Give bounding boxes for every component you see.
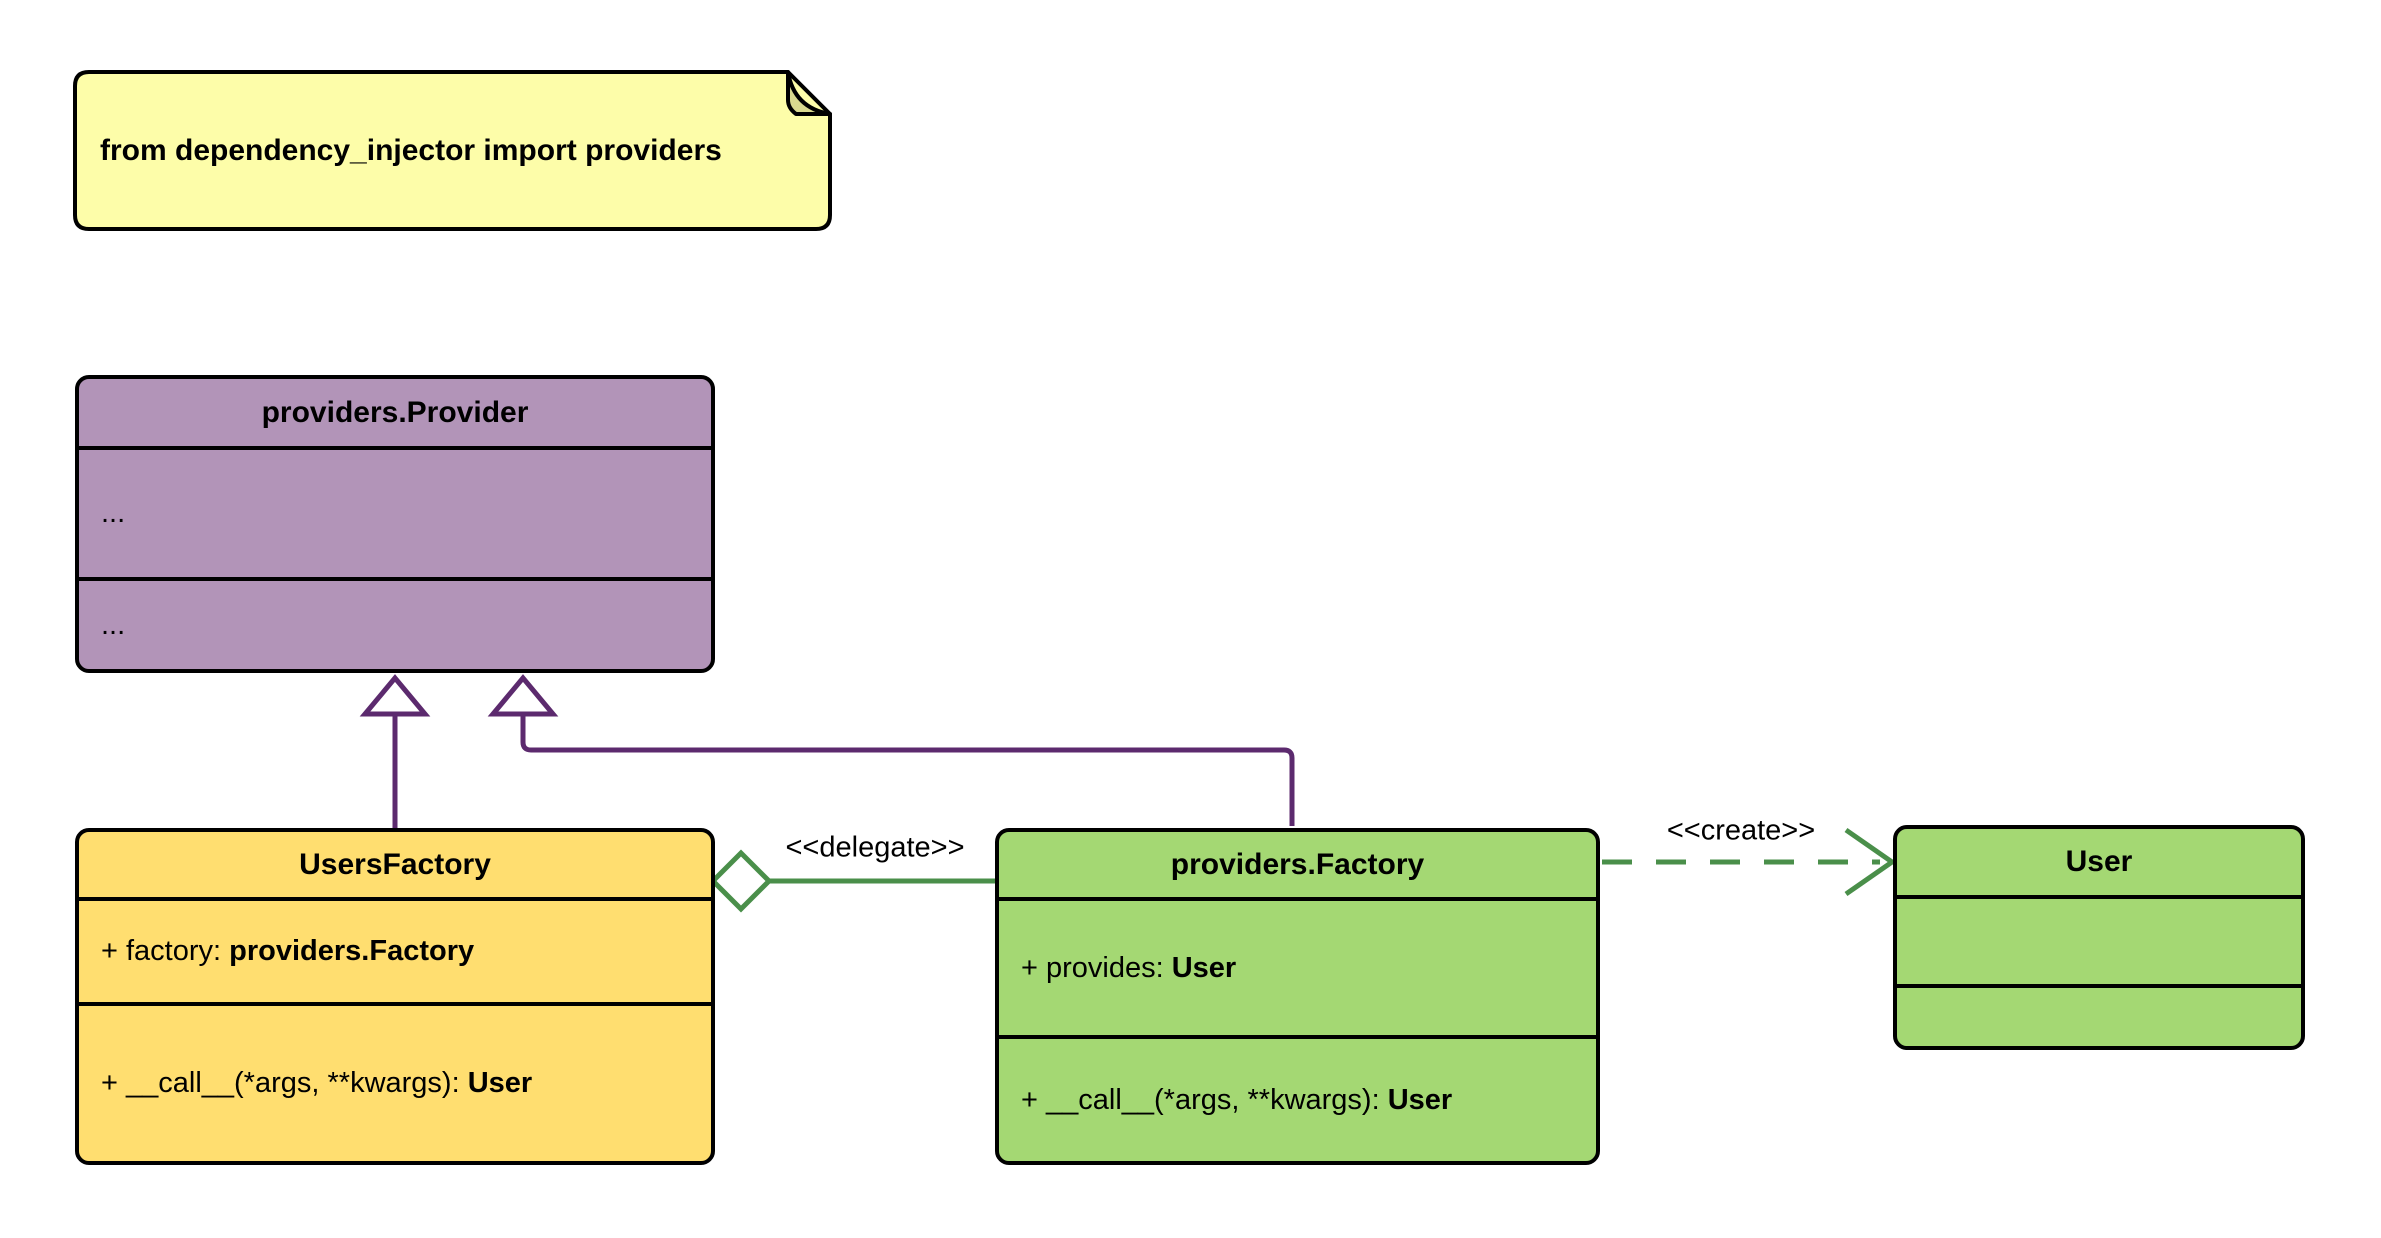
class-methods: + __call__(*args, **kwargs): User [999,1039,1596,1161]
aggregation-diamond-icon [709,849,773,913]
class-attributes-empty [1897,899,2301,988]
class-title: User [1897,829,2301,899]
class-methods: + __call__(*args, **kwargs): User [79,1006,711,1161]
class-usersfactory: UsersFactory + factory: providers.Factor… [75,828,715,1165]
delegate-edge-label: <<delegate>> [785,831,965,864]
method-line: + __call__(*args, **kwargs): User [1021,1083,1453,1116]
method-line: ... [101,608,126,641]
method-line: + __call__(*args, **kwargs): User [101,1067,533,1099]
class-user: User [1893,825,2305,1050]
inheritance-arrowhead-factory [487,674,559,717]
class-providers-factory: providers.Factory + provides: User + __c… [995,828,1600,1165]
class-methods-empty [1897,988,2301,1046]
class-attributes: + factory: providers.Factory [79,901,711,1006]
class-title: providers.Provider [79,379,711,450]
create-edge-label: <<create>> [1666,814,1816,847]
attribute-line: + provides: User [1021,951,1237,984]
class-methods: ... [79,581,711,669]
class-attributes: + provides: User [999,901,1596,1039]
class-providers-provider: providers.Provider ... ... [75,375,715,673]
class-attributes: ... [79,450,711,581]
create-arrowhead-icon [1844,827,1897,897]
attribute-line: + factory: providers.Factory [101,935,475,967]
note-import-providers: from dependency_injector import provider… [100,133,722,167]
class-title: UsersFactory [79,832,711,901]
inheritance-arrowhead-usersfactory [359,674,431,717]
attribute-line: ... [101,497,126,529]
class-title: providers.Factory [999,832,1596,901]
inheritance-line-factory [520,716,1295,826]
